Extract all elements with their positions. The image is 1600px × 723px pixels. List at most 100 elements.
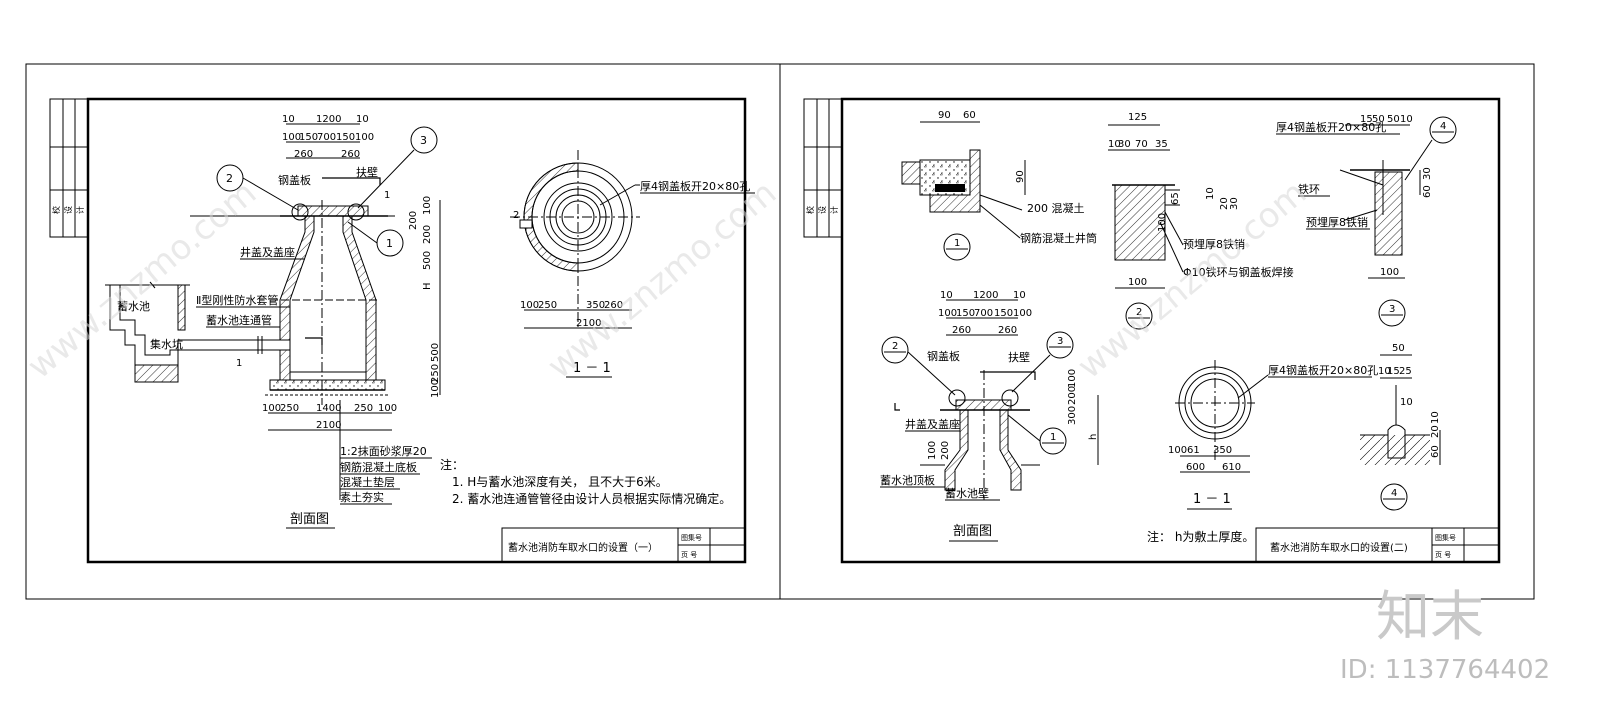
section-title: 剖面图	[290, 512, 329, 527]
side-block-text: 校	[51, 206, 61, 214]
watermark-site: www.znzmo.com	[540, 173, 784, 387]
svg-text:100: 100	[1157, 213, 1168, 232]
right-wall	[342, 215, 377, 381]
title-block-field: 页 号	[1435, 551, 1451, 559]
svg-text:70: 70	[1135, 139, 1148, 150]
note-1: 1. H与蓄水池深度有关， 且不大于6米。	[452, 474, 668, 489]
title-block-field: 图集号	[1435, 533, 1456, 542]
svg-text:260: 260	[341, 149, 360, 160]
svg-text:610: 610	[1222, 462, 1241, 473]
watermark-id: ID: 1137764402	[1340, 655, 1550, 685]
sheet-2-title-block: 蓄水池消防车取水口的设置(二) 图集号 页 号	[1255, 527, 1500, 563]
svg-text:铁环: 铁环	[1298, 183, 1320, 196]
svg-text:10: 10	[1108, 139, 1121, 150]
sheet-2-note: 注： h为敷土厚度。	[1147, 529, 1254, 544]
svg-text:100: 100	[927, 441, 938, 460]
label-ladder: 扶壁	[356, 165, 378, 179]
svg-text:260: 260	[604, 300, 623, 311]
svg-text:500: 500	[430, 343, 441, 362]
svg-text:30: 30	[1422, 167, 1433, 180]
svg-text:100: 100	[422, 196, 433, 215]
svg-text:200: 200	[408, 211, 419, 230]
sheet-2-plan-view: 厚4钢盖板开20×80孔 100 61 350 600 610 1 － 1	[1168, 360, 1378, 510]
svg-text:厚4钢盖板开20×80孔: 厚4钢盖板开20×80孔	[1276, 120, 1386, 134]
svg-text:350: 350	[1213, 445, 1232, 456]
svg-text:蓄水池顶板: 蓄水池顶板	[880, 473, 935, 487]
sheet-1-side-block: 校 设 计	[49, 98, 89, 238]
svg-text:200: 200	[1067, 386, 1078, 405]
svg-text:10: 10	[356, 114, 369, 125]
sheet-1-inner-border	[86, 97, 747, 564]
watermark-site: www.znzmo.com	[1070, 173, 1314, 387]
label-well-cover: 井盖及盖座	[240, 245, 295, 259]
sheet-1-title-block: 蓄水池消防车取水口的设置（一） 图集号 页 号	[501, 527, 746, 563]
detail-1: 90 60 90 200 混凝土 钢筋混凝土井筒 1	[901, 110, 1097, 261]
svg-text:60: 60	[1422, 185, 1433, 198]
plan-mark: 2	[513, 210, 519, 221]
callout-2: 2	[216, 164, 309, 221]
svg-text:200 混凝土: 200 混凝土	[1027, 201, 1085, 215]
svg-text:2100: 2100	[316, 420, 341, 431]
svg-text:1: 1	[386, 237, 393, 250]
svg-text:350: 350	[586, 300, 605, 311]
svg-text:50: 50	[1372, 114, 1385, 125]
svg-text:60: 60	[963, 110, 976, 121]
svg-text:h: h	[1088, 434, 1099, 440]
svg-text:200: 200	[940, 441, 951, 460]
svg-text:3: 3	[1389, 304, 1395, 315]
svg-text:15: 15	[1360, 114, 1373, 125]
label-sleeve: Ⅱ型刚性防水套管	[196, 293, 278, 307]
title-block-title: 蓄水池消防车取水口的设置（一）	[508, 541, 658, 554]
bottom-slab	[269, 379, 386, 391]
label-pipe: 蓄水池连通管	[206, 313, 272, 327]
sheet-2-section-drawing: 10 1200 10 100 150 700 150 100 260 260	[880, 290, 1099, 542]
svg-text:1200: 1200	[973, 290, 998, 301]
svg-text:100: 100	[355, 132, 374, 143]
svg-text:10: 10	[1378, 366, 1391, 377]
side-block-text: 计	[829, 206, 839, 214]
sheet-2-side-block: 校 设 计	[803, 98, 843, 238]
cover-slab	[297, 205, 369, 217]
svg-text:10: 10	[940, 290, 953, 301]
sheet-1: 校 设 计	[25, 63, 781, 600]
svg-text:60: 60	[1430, 445, 1441, 458]
title-block-field: 页 号	[681, 551, 697, 559]
detail-3: 厚4钢盖板开20×80孔 15 50 50 10 铁环 预埋厚8铁销 30 60…	[1276, 114, 1457, 327]
detail-2: 125 10 30 70 35 65 10 20 30 100 预埋厚8铁销 Φ…	[1108, 112, 1294, 330]
detail-4: 50 10 15 25 10 60 20 10 4	[1360, 343, 1441, 511]
svg-text:2: 2	[1136, 307, 1142, 318]
title-block-field: 图集号	[681, 533, 702, 542]
svg-text:1: 1	[1050, 432, 1056, 443]
svg-text:260: 260	[998, 325, 1017, 336]
label-sump: 集水坑	[150, 337, 183, 351]
svg-text:2: 2	[892, 341, 898, 352]
callout-1: 1	[347, 221, 404, 257]
sheet-2: 校 设 计 90 60 90 200 混凝土 钢筋混凝土井筒 1 125	[779, 63, 1535, 600]
label-cover: 钢盖板	[278, 173, 311, 187]
svg-text:700: 700	[317, 132, 336, 143]
callout-3: 3	[1001, 331, 1074, 407]
svg-text:扶壁: 扶壁	[1008, 350, 1030, 364]
svg-text:4: 4	[1391, 488, 1397, 499]
svg-text:30: 30	[1229, 197, 1240, 210]
side-block-text: 设	[63, 206, 73, 214]
svg-text:厚4钢盖板开20×80孔: 厚4钢盖板开20×80孔	[1268, 363, 1378, 377]
svg-text:250: 250	[280, 403, 299, 414]
left-wall	[279, 215, 315, 381]
svg-text:300: 300	[1067, 406, 1078, 425]
svg-text:3: 3	[1057, 336, 1063, 347]
label-rc-slab: 钢筋混凝土底板	[340, 460, 417, 474]
plan-title: 1 － 1	[573, 361, 611, 376]
svg-text:预埋厚8铁销: 预埋厚8铁销	[1183, 237, 1245, 251]
svg-text:2: 2	[226, 172, 233, 185]
svg-text:100: 100	[938, 308, 957, 319]
svg-text:预埋厚8铁销: 预埋厚8铁销	[1306, 215, 1368, 229]
svg-text:20: 20	[1219, 197, 1230, 210]
side-block-text: 设	[817, 206, 827, 214]
label-tank: 蓄水池	[117, 300, 150, 313]
sheet-1-section-drawing: 2 3 1 钢盖板 扶壁 井盖及盖座 Ⅱ型刚性防水套管 蓄水池连通管	[105, 114, 441, 529]
sheet-2-inner-border	[840, 97, 1501, 564]
callout-3: 3	[347, 126, 438, 221]
svg-text:100: 100	[1380, 267, 1399, 278]
top-dimensions: 10 1200 10 100 150 700 150 100 260 260	[282, 114, 374, 160]
